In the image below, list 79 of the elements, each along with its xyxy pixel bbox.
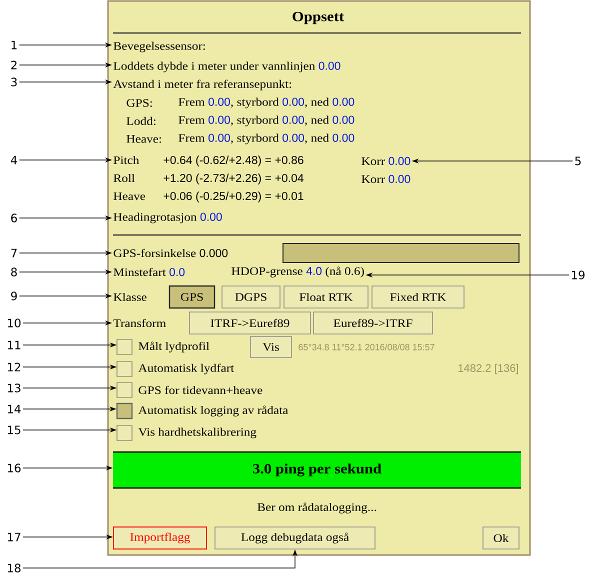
setting-label: Loddets dybde i meter under vannlinjen 0.00: [114, 62, 340, 72]
checkbox-label: Målt lydprofil: [138, 342, 210, 352]
callout-number: 11: [8, 340, 20, 350]
checkbox-label: GPS for tidevann+heave: [138, 386, 262, 394]
label: Frem: [178, 98, 205, 106]
callout-number: 8: [11, 268, 17, 276]
callout-number: 14: [8, 404, 21, 414]
button: [282, 243, 520, 263]
callout-number: 6: [11, 214, 17, 222]
offset-label: Heave:: [126, 135, 161, 143]
setting-label: Headingrotasjon 0.00: [114, 212, 222, 224]
label: 0.00: [332, 98, 354, 106]
status-bar: 3.0 ping per sekund: [112, 451, 522, 489]
label: , ned: [304, 98, 329, 108]
label: 0.00: [208, 98, 230, 106]
setting-label: Pitch +0.64 (-0.62/+2.48) = +0.86: [114, 156, 304, 166]
pressed-button: GPS: [168, 285, 216, 309]
button: DGPS: [222, 286, 280, 308]
callout-number: 4: [10, 156, 17, 164]
setting-label: Minstefart 0.0: [114, 268, 185, 276]
checkbox-label: Vis hardhetskalibrering: [138, 428, 256, 438]
label: 0.00: [332, 134, 354, 142]
callout-number: 12: [8, 362, 20, 372]
callout-number: 15: [8, 426, 20, 434]
callout-number: 17: [8, 532, 20, 542]
callout-number: 10: [8, 318, 21, 328]
label: Frem: [178, 134, 205, 142]
callout-number: 7: [11, 248, 17, 258]
button: Euref89->ITRF: [313, 312, 433, 334]
label: 0.00: [282, 116, 304, 124]
setting-label: Avstand i meter fra referansepunkt:: [113, 80, 292, 90]
setting-label: Korr 0.00: [362, 156, 410, 166]
setting-label: Klasse: [114, 292, 146, 302]
label: , styrbord: [230, 98, 279, 108]
offset-values: Frem 0.00, styrbord 0.00, ned 0.00: [178, 98, 354, 108]
setting-label: HDOP-grense 4.0 (nå 0.6): [232, 266, 364, 278]
button: Logg debugdata også: [214, 526, 376, 550]
button: Vis: [250, 336, 292, 358]
button: Fixed RTK: [372, 286, 464, 308]
button: Ok: [482, 526, 520, 550]
button: Float RTK: [284, 286, 368, 308]
offset-label: Lodd:: [126, 116, 156, 126]
offset-values: Frem 0.00, styrbord 0.00, ned 0.00: [178, 116, 354, 126]
callout-number: 1: [12, 40, 17, 50]
callout-number: 16: [8, 464, 21, 472]
label: +1.20 (-2.73/+2.26) = +0.04: [164, 174, 304, 184]
setting-label: Transform: [113, 318, 166, 328]
motion-values: Heave +0.06 (-0.25/+0.29) = +0.01: [114, 192, 304, 202]
label: Roll: [114, 174, 135, 182]
setting-label: Bevegelsessensor:: [114, 42, 205, 52]
setting-label: GPS-forsinkelse 0.000: [114, 248, 228, 258]
sound-speed-value: 1482.2 [136]: [458, 364, 518, 374]
offset-label: GPS:: [126, 99, 152, 107]
motion-values: Roll +1.20 (-2.73/+2.26) = +0.04: [114, 174, 304, 184]
label: Frem: [178, 116, 205, 124]
label: 0.00: [208, 116, 230, 124]
callout-number: 2: [11, 60, 16, 70]
callout-number: 18: [8, 564, 21, 572]
checkbox-label: Automatisk lydfart: [138, 364, 234, 374]
label: , styrbord: [230, 134, 279, 144]
label: 0.00: [332, 116, 354, 124]
label: , ned: [304, 134, 329, 144]
status-message: Ber om rådatalogging...: [257, 502, 376, 514]
checkbox-label: Automatisk logging av rådata: [138, 406, 288, 416]
callout-number: 13: [8, 384, 20, 392]
callout-number: 3: [11, 78, 17, 86]
label: , styrbord: [230, 116, 279, 126]
callout-number: 9: [11, 292, 17, 300]
diagram-title: Oppsett: [292, 12, 344, 24]
profile-info: 65°34.8 11°52.1 2016/08/08 15:57: [298, 344, 434, 350]
offset-values: Frem 0.00, styrbord 0.00, ned 0.00: [178, 134, 354, 144]
label: 0.00: [282, 134, 304, 142]
label: 0.00: [282, 98, 304, 106]
correction-label: Korr 0.00: [362, 174, 410, 184]
button: Importflagg: [113, 526, 207, 550]
label: 0.00: [208, 134, 230, 142]
callout-number: 19: [572, 270, 585, 280]
label: , ned: [304, 116, 329, 126]
callout-number: 5: [575, 156, 581, 166]
